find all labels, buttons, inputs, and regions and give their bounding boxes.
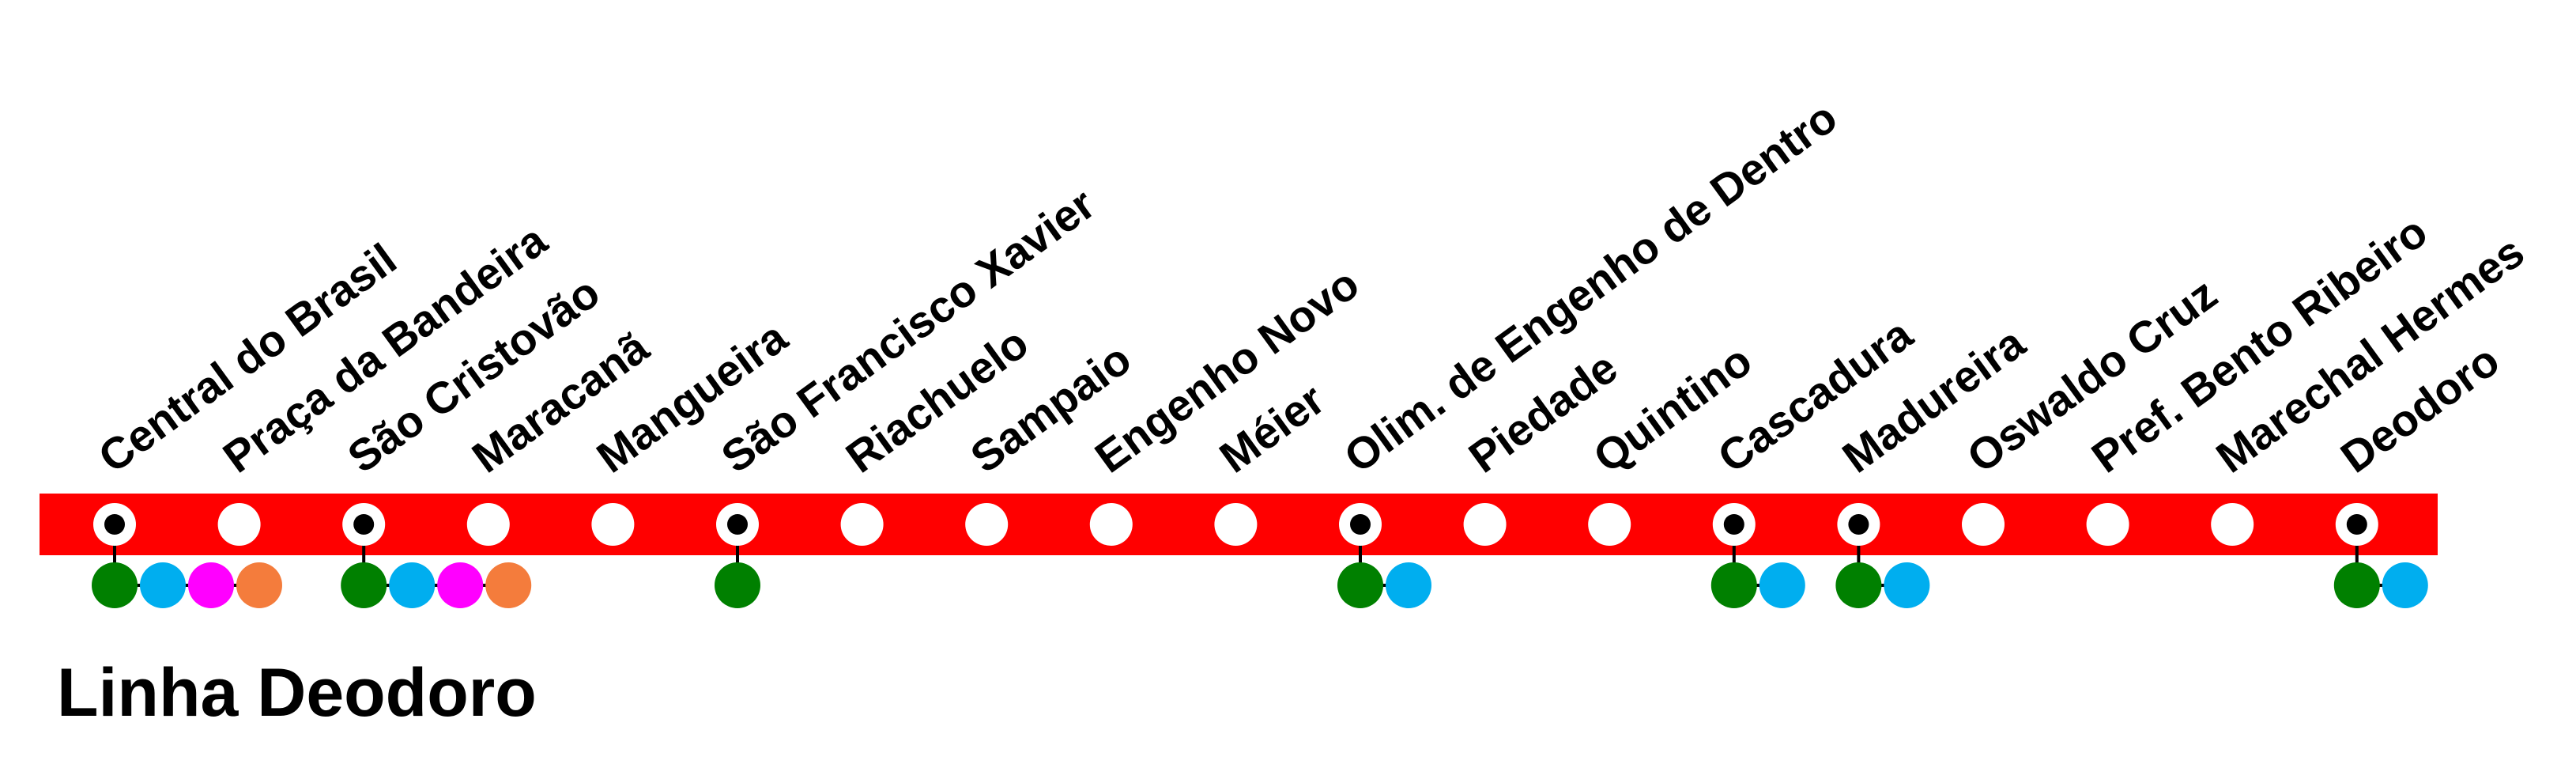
station-marker — [965, 503, 1009, 546]
connection-green-dot — [1337, 562, 1383, 608]
station-marker — [1214, 503, 1258, 546]
connection-blue-dot — [2382, 562, 2428, 608]
interchange-dot — [1848, 514, 1869, 535]
connection-blue-dot — [1386, 562, 1431, 608]
interchange-dot — [1723, 514, 1744, 535]
connection-blue-dot — [1759, 562, 1805, 608]
station-marker — [840, 503, 884, 546]
interchange-dot — [104, 514, 125, 535]
connection-green-dot — [1835, 562, 1882, 608]
connection-green-dot — [2333, 562, 2380, 608]
station-marker — [1089, 503, 1133, 546]
station-marker — [1588, 503, 1631, 546]
connection-green-dot — [715, 562, 760, 608]
connection-orange-dot — [485, 562, 532, 608]
station-marker — [1962, 503, 2005, 546]
connection-magenta-dot — [437, 562, 484, 608]
station-marker — [591, 503, 635, 546]
interchange-dot — [727, 514, 748, 535]
interchange-dot — [2346, 514, 2367, 535]
station-marker — [2086, 503, 2129, 546]
connection-magenta-dot — [188, 562, 234, 608]
connection-orange-dot — [236, 562, 282, 608]
interchange-dot — [353, 514, 375, 535]
interchange-dot — [1350, 514, 1371, 535]
station-marker — [1463, 503, 1507, 546]
connection-blue-dot — [140, 562, 186, 608]
connection-blue-dot — [389, 562, 436, 608]
station-marker — [2211, 503, 2254, 546]
line-title: Linha Deodoro — [57, 655, 537, 731]
connection-blue-dot — [1884, 562, 1930, 608]
connection-green-dot — [92, 562, 138, 608]
connection-green-dot — [341, 562, 387, 608]
station-marker — [466, 503, 510, 546]
station-marker — [217, 503, 261, 546]
connection-green-dot — [1710, 562, 1757, 608]
